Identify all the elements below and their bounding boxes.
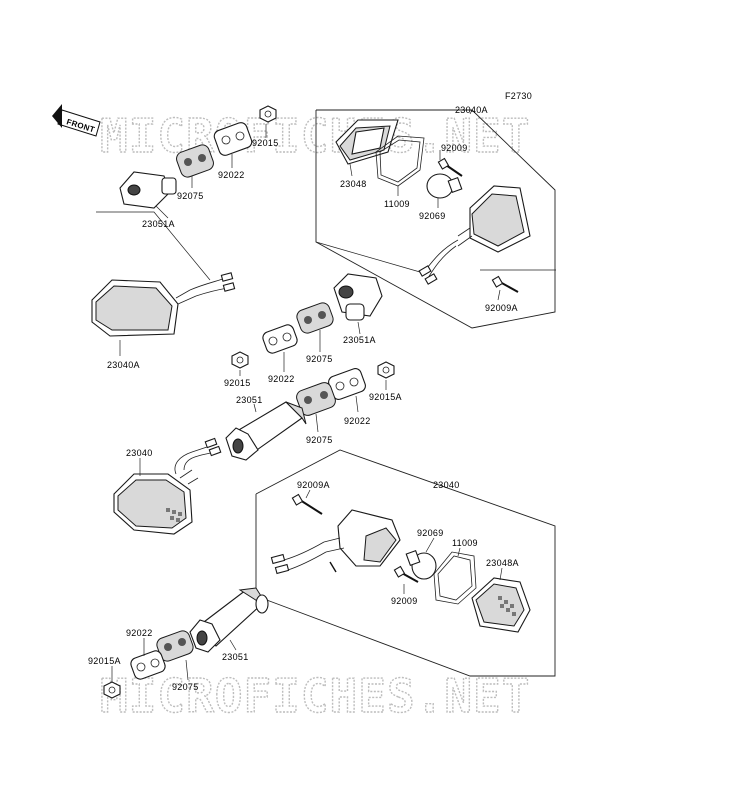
housing-23040-left	[113, 437, 222, 535]
label-92022-top: 92022	[218, 170, 245, 180]
plate-92022-bottom	[130, 638, 166, 680]
rubber-23051-bottom	[189, 587, 269, 653]
part-labels: 23040A 92009 23048 11009 92069 92009A 92…	[88, 105, 519, 692]
label-92069-bottom: 92069	[417, 528, 444, 538]
screw-92009A-bottom	[291, 489, 323, 515]
leader-lines-top-left	[96, 211, 211, 281]
label-92009A-top: 92009A	[485, 303, 518, 313]
nut-92015A-bottom	[103, 666, 121, 699]
leader-lines-top-right	[315, 109, 556, 301]
diagram-code: F2730	[505, 91, 532, 101]
lens-23048A	[471, 567, 531, 633]
label-92022-mid2: 92022	[344, 416, 371, 426]
gasket-11009-bottom	[433, 547, 477, 605]
screw-92009-top	[437, 157, 463, 177]
rubber-23051A-top	[119, 171, 177, 219]
label-92022-mid: 92022	[268, 374, 295, 384]
label-11009-top: 11009	[384, 199, 410, 209]
watermark-top: MICROFICHES.NET	[100, 109, 530, 163]
label-92075-mid2: 92075	[306, 435, 333, 445]
label-11009-bottom: 11009	[452, 538, 478, 548]
label-23040-left: 23040	[126, 448, 153, 458]
label-92075-mid: 92075	[306, 354, 333, 364]
grommet-92075-bottom	[156, 630, 194, 681]
label-92015-mid: 92015	[224, 378, 251, 388]
nut-92015-top	[259, 105, 277, 138]
plate-92022-mid	[262, 324, 298, 372]
label-23051A-mid: 23051A	[343, 335, 376, 345]
front-arrow-icon: FRONT	[52, 104, 101, 137]
plate-92022-top	[213, 122, 253, 168]
label-92009-top: 92009	[441, 143, 468, 153]
label-92009A-bottom: 92009A	[297, 480, 330, 490]
label-23051A-top: 23051A	[142, 219, 175, 229]
rubber-23051-mid	[225, 401, 307, 461]
label-92075-bottom: 92075	[172, 682, 199, 692]
bulb-92069-top	[426, 173, 463, 199]
label-92015A-mid: 92015A	[369, 392, 402, 402]
label-23048A: 23048A	[486, 558, 519, 568]
grommet-92075-top	[176, 144, 214, 188]
label-92075-top: 92075	[177, 191, 204, 201]
housing-23040-bottom	[270, 509, 401, 575]
label-92022-bottom: 92022	[126, 628, 153, 638]
housing-23040A-top	[418, 185, 531, 285]
screw-92009A-top	[491, 275, 519, 293]
label-92009-bottom: 92009	[391, 596, 418, 606]
label-23051-mid: 23051	[236, 395, 263, 405]
rubber-23051A-mid	[333, 273, 383, 335]
label-92015-top: 92015	[252, 138, 279, 148]
label-92069-top: 92069	[419, 211, 446, 221]
label-23040A-top: 23040A	[455, 105, 488, 115]
label-23048: 23048	[340, 179, 367, 189]
housing-23040A-left	[91, 272, 236, 356]
bulb-92069-bottom	[405, 537, 437, 580]
gasket-11009-top	[375, 135, 425, 187]
label-23040A-left: 23040A	[107, 360, 140, 370]
label-23040-bottom: 23040	[433, 480, 460, 490]
nut-92015A-mid	[377, 361, 395, 390]
grommet-92075-mid	[296, 302, 334, 352]
screw-92009-bottom	[393, 565, 419, 594]
lens-23048-top	[335, 119, 399, 165]
watermark-bottom: MICROFICHES.NET	[100, 669, 530, 723]
nut-92015-mid	[231, 351, 249, 376]
grommet-92075-mid2	[296, 382, 336, 433]
label-92015A-bottom: 92015A	[88, 656, 121, 666]
label-23051-bottom: 23051	[222, 652, 249, 662]
